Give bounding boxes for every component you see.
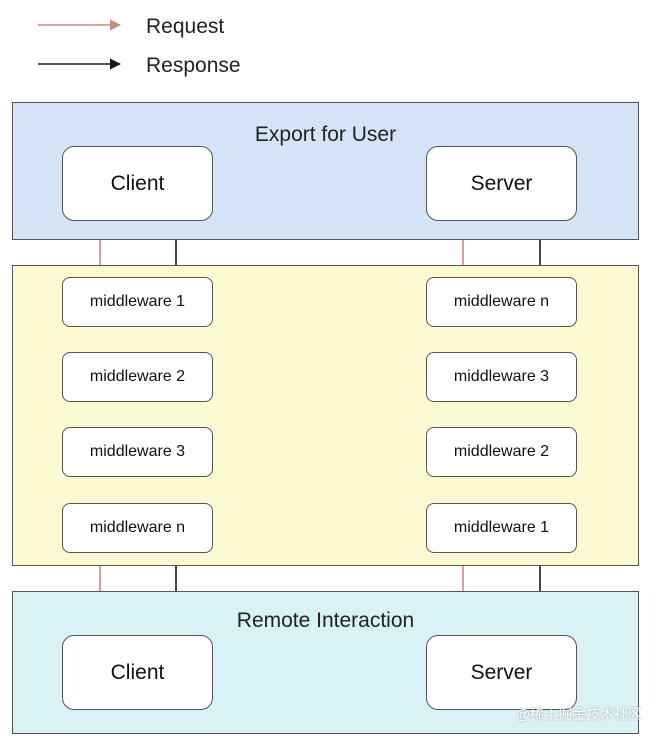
client-middleware-box: middleware 3 [62,427,213,477]
client-middleware-box: middleware 1 [62,277,213,327]
remote-client-node: Client [62,635,213,710]
legend-request-label: Request [146,15,225,38]
remote-server-node: Server [426,635,577,710]
client-middleware-box: middleware n [62,503,213,553]
remote-band-title: Remote Interaction [236,609,415,632]
server-middleware-box: middleware 1 [426,503,577,553]
export-band-title: Export for User [254,123,397,146]
server-middleware-box: middleware 3 [426,352,577,402]
server-middleware-box: middleware n [426,277,577,327]
export-server-node: Server [426,146,577,221]
watermark: @稀土掘金技术社区 [515,706,642,722]
server-middleware-box: middleware 2 [426,427,577,477]
client-middleware-box: middleware 2 [62,352,213,402]
legend-response-label: Response [146,54,241,77]
export-client-node: Client [62,146,213,221]
